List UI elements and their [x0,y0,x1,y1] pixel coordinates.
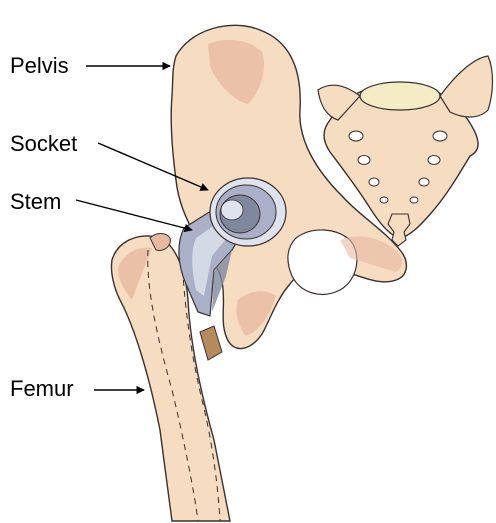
stem-label: Stem [10,191,61,213]
sacral-promontory [360,82,440,110]
implant-socket [210,178,286,246]
femur-label: Femur [10,378,74,400]
sacral-ala-right [440,56,493,117]
socket-label: Socket [10,133,77,155]
stem-arrow [76,200,192,230]
femur-marrow-spot [200,326,222,360]
pelvis-label: Pelvis [10,55,69,77]
